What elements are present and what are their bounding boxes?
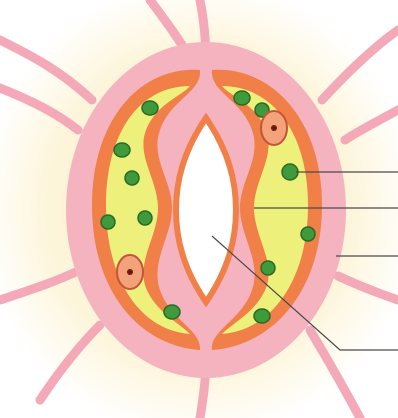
chloroplast-icon: [254, 309, 270, 323]
chloroplast-icon: [101, 215, 115, 229]
chloroplast-icon: [125, 171, 139, 185]
chloroplast-icon: [234, 91, 250, 105]
chloroplast-icon: [164, 305, 180, 319]
nucleus-left: [117, 255, 143, 289]
chloroplast-icon: [114, 143, 130, 157]
chloroplast-icon: [261, 261, 275, 275]
chloroplast-icon: [282, 164, 298, 180]
chloroplast-icon: [301, 227, 315, 241]
chloroplast-icon: [142, 101, 158, 115]
chloroplast-icon: [138, 211, 152, 225]
nucleus-right: [261, 111, 287, 145]
